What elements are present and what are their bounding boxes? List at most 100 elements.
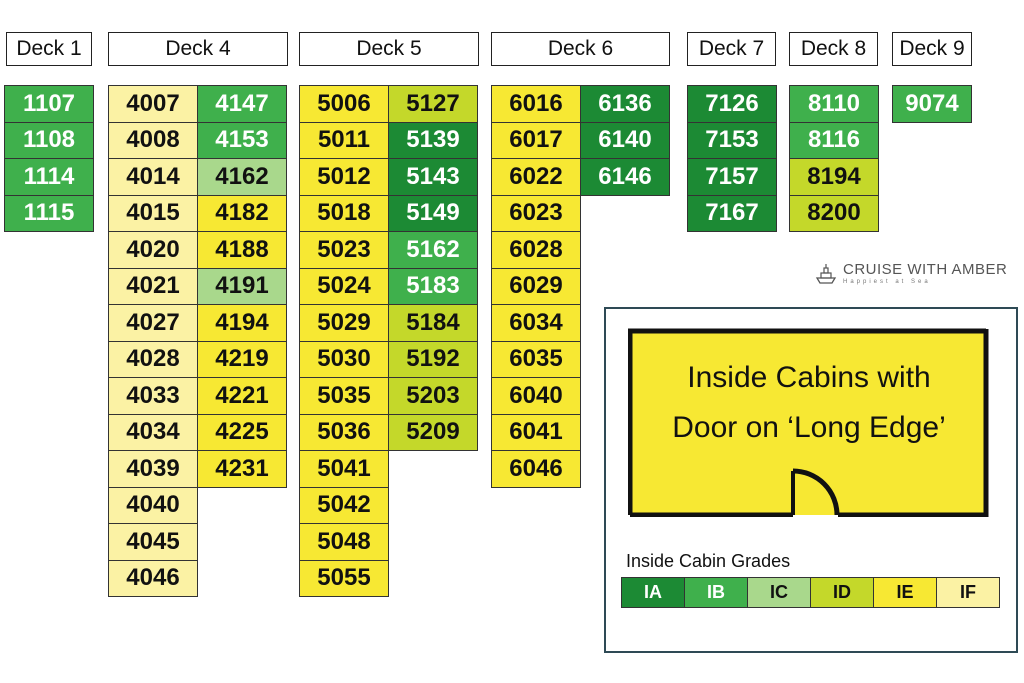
cabin-cell: 1115: [4, 194, 94, 232]
cabin-cell: 6146: [580, 158, 670, 196]
cabin-cell: 4039: [108, 450, 198, 488]
brand-name: CRUISE WITH AMBER: [843, 261, 1008, 278]
cabin-cell: 6016: [491, 85, 581, 123]
grade-id: ID: [810, 577, 874, 608]
cabin-cell: 1114: [4, 158, 94, 196]
cabin-cell: 4027: [108, 304, 198, 342]
cabin-cell: 4191: [197, 267, 287, 305]
cabin-cell: 5149: [388, 194, 478, 232]
deck-7-header: Deck 7: [687, 32, 776, 66]
cabin-cell: 8194: [789, 158, 879, 196]
deck-8-header: Deck 8: [789, 32, 878, 66]
cabin-cell: 4020: [108, 231, 198, 269]
cabin-cell: 4033: [108, 377, 198, 415]
grade-ic: IC: [747, 577, 811, 608]
cabin-cell: 5209: [388, 413, 478, 451]
cabin-cell: 5184: [388, 304, 478, 342]
cabin-cell: 5035: [299, 377, 389, 415]
cabin-cell: 1107: [4, 85, 94, 123]
deck-9-cabins: 9074: [892, 85, 972, 123]
cabin-cell: 4188: [197, 231, 287, 269]
cabin-cell: 4153: [197, 121, 287, 159]
cabin-cell: 5024: [299, 267, 389, 305]
cabin-cell: 5006: [299, 85, 389, 123]
grade-ie: IE: [873, 577, 937, 608]
cabin-cell: 5042: [299, 486, 389, 524]
cabin-cell: 4034: [108, 413, 198, 451]
cabin-cell: 4028: [108, 340, 198, 378]
cabin-cell: 4021: [108, 267, 198, 305]
cabin-cell: 8116: [789, 121, 879, 159]
cabin-cell: 4225: [197, 413, 287, 451]
cabin-cell: 5139: [388, 121, 478, 159]
cabin-cell: 5029: [299, 304, 389, 342]
brand-logo: CRUISE WITH AMBER Happiest at Sea: [815, 262, 1007, 285]
cabin-cell: 4015: [108, 194, 198, 232]
cabin-cell: 5203: [388, 377, 478, 415]
cabin-cell: 5055: [299, 559, 389, 597]
cabin-cell: 7126: [687, 85, 777, 123]
cabin-cell: 6028: [491, 231, 581, 269]
door-diagram-label: Inside Cabins with Door on ‘Long Edge’: [628, 353, 990, 453]
cabin-door-diagram: Inside Cabins with Door on ‘Long Edge’: [628, 327, 990, 517]
cabin-cell: 5162: [388, 231, 478, 269]
cabin-cell: 6140: [580, 121, 670, 159]
cabin-cell: 5127: [388, 85, 478, 123]
door-label-line2: Door on ‘Long Edge’: [672, 411, 946, 444]
cabin-cell: 1108: [4, 121, 94, 159]
cabin-cell: 5036: [299, 413, 389, 451]
cabin-cell: 5012: [299, 158, 389, 196]
cabin-cell: 5048: [299, 523, 389, 561]
cabin-cell: 6035: [491, 340, 581, 378]
cabin-cell: 5183: [388, 267, 478, 305]
deck-9-header: Deck 9: [892, 32, 972, 66]
cabin-cell: 4182: [197, 194, 287, 232]
deck-4-header: Deck 4: [108, 32, 288, 66]
legend-panel: Inside Cabins with Door on ‘Long Edge’ I…: [604, 307, 1018, 653]
cabin-cell: 4008: [108, 121, 198, 159]
cabin-cell: 4231: [197, 450, 287, 488]
cabin-cell: 4007: [108, 85, 198, 123]
brand-tagline: Happiest at Sea: [843, 279, 931, 285]
cabin-cell: 8200: [789, 194, 879, 232]
deck-5-header: Deck 5: [299, 32, 479, 66]
cabin-cell: 4045: [108, 523, 198, 561]
cabin-cell: 5192: [388, 340, 478, 378]
cabin-cell: 4219: [197, 340, 287, 378]
cabin-cell: 5030: [299, 340, 389, 378]
door-label-line1: Inside Cabins with: [687, 361, 931, 394]
cabin-cell: 5023: [299, 231, 389, 269]
cabin-cell: 6040: [491, 377, 581, 415]
grade-ia: IA: [621, 577, 685, 608]
cabin-cell: 6034: [491, 304, 581, 342]
cabin-cell: 5018: [299, 194, 389, 232]
cabin-cell: 6046: [491, 450, 581, 488]
cabin-cell: 6023: [491, 194, 581, 232]
grade-if: IF: [936, 577, 1000, 608]
cabin-cell: 6041: [491, 413, 581, 451]
cabin-cell: 4162: [197, 158, 287, 196]
cabin-cell: 6017: [491, 121, 581, 159]
cabin-cell: 9074: [892, 85, 972, 123]
grades-legend: IA IB IC ID IE IF: [621, 577, 1000, 608]
cabin-cell: 4221: [197, 377, 287, 415]
cabin-cell: 4194: [197, 304, 287, 342]
cabin-cell: 5041: [299, 450, 389, 488]
cabin-cell: 4040: [108, 486, 198, 524]
cabin-cell: 7153: [687, 121, 777, 159]
cabin-cell: 6029: [491, 267, 581, 305]
cabin-cell: 4147: [197, 85, 287, 123]
cabin-cell: 4014: [108, 158, 198, 196]
cabin-cell: 4046: [108, 559, 198, 597]
ship-icon: [815, 263, 837, 284]
deck-1-header: Deck 1: [6, 32, 92, 66]
